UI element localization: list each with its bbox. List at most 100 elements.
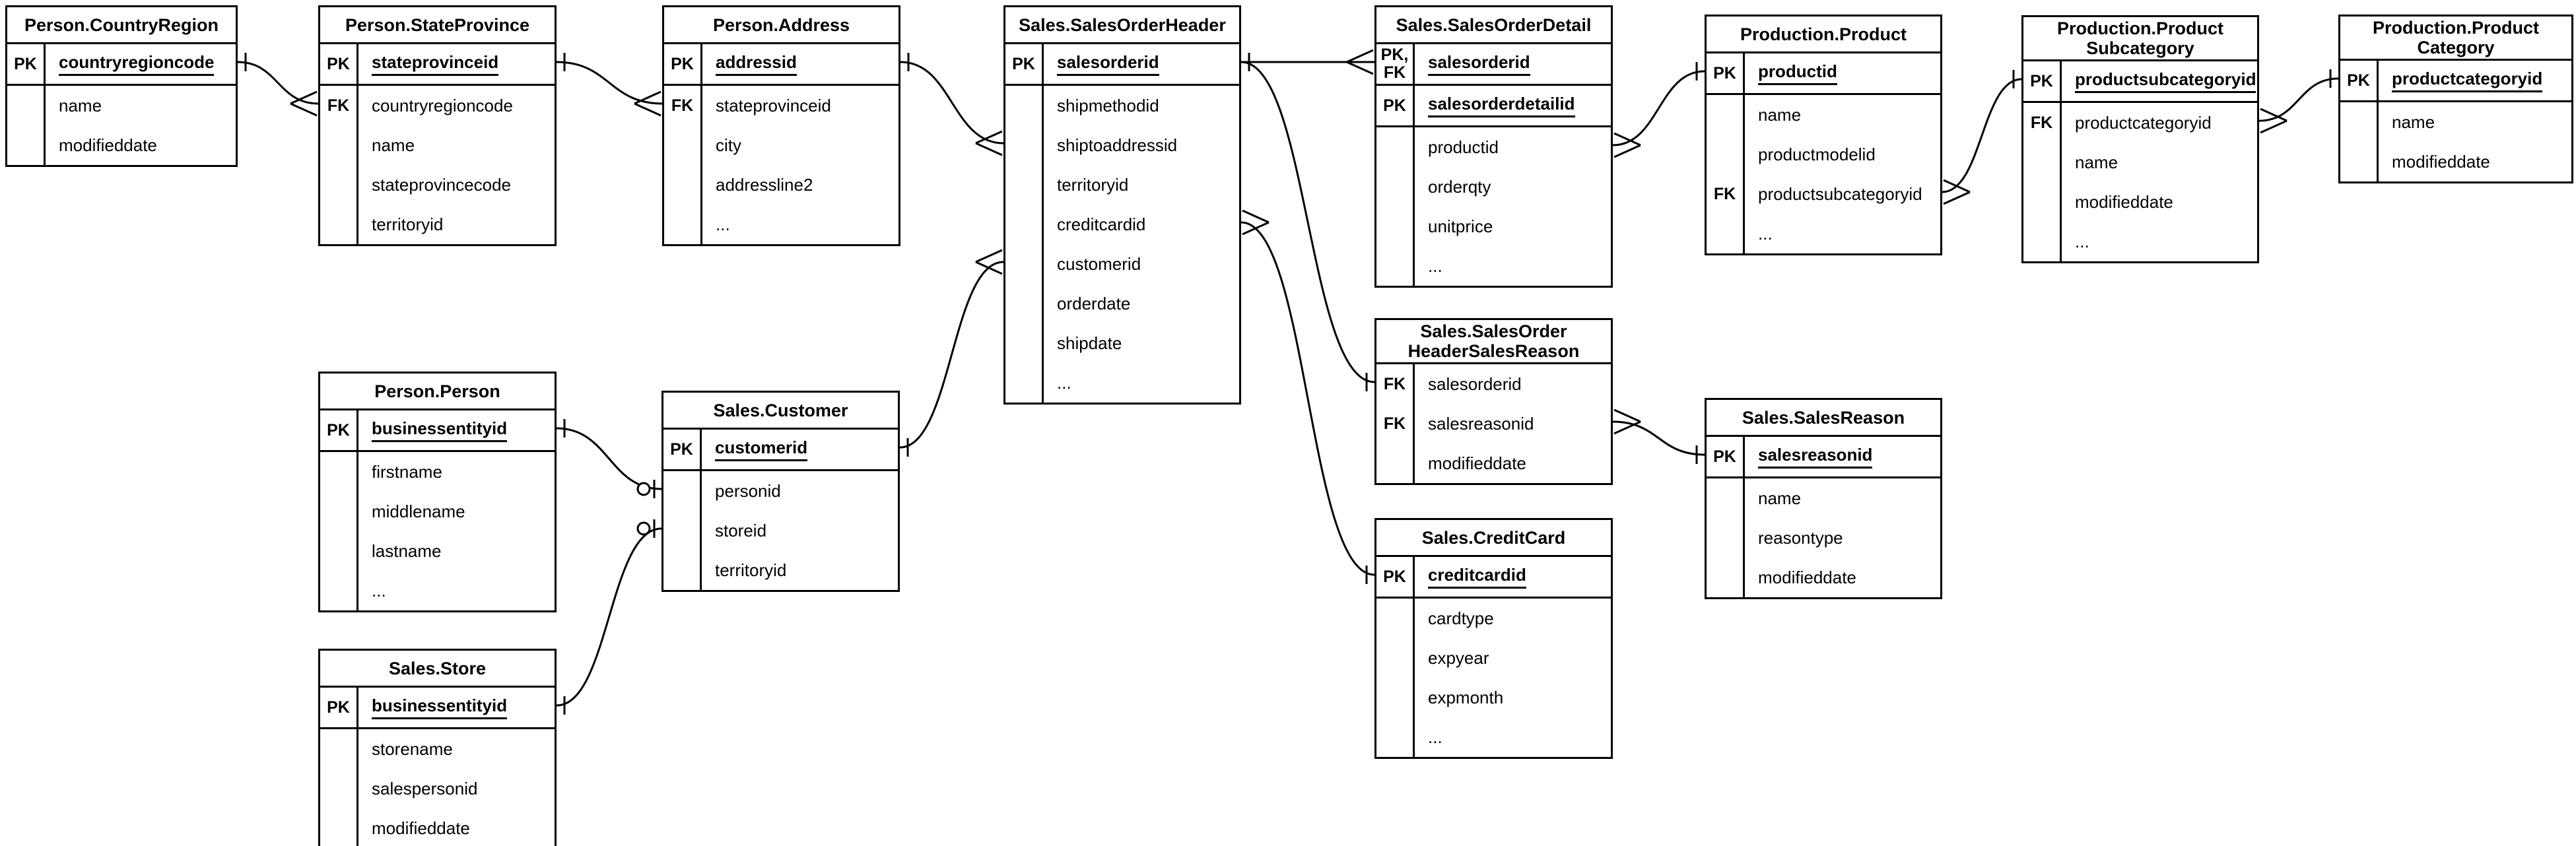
attribute-label: modifieddate	[372, 818, 470, 838]
key-type-cell	[663, 511, 702, 550]
primary-key-attribute: businessentityid	[372, 696, 508, 719]
attribute-label: salespersonid	[372, 778, 478, 798]
key-type-cell	[2340, 142, 2379, 181]
attribute-label: modifieddate	[1428, 453, 1526, 473]
attribute-row: modifieddate	[1707, 558, 1940, 597]
attribute-row: name	[1707, 478, 1940, 518]
primary-key-attribute: salesorderid	[1057, 52, 1159, 76]
attribute-row: lastname	[320, 531, 555, 571]
key-type-cell	[1376, 207, 1415, 246]
key-type-cell	[320, 452, 358, 492]
attribute-label: storename	[372, 738, 453, 759]
crowsfoot-marker-1-to	[634, 102, 661, 117]
relationship-connector-1	[555, 61, 663, 105]
key-type-cell	[1005, 205, 1044, 244]
relationship-connector-11	[555, 527, 663, 707]
relationship-connector-7	[1611, 70, 1706, 146]
entity-title: Person.Person	[320, 374, 555, 410]
attribute-label: middlename	[372, 501, 465, 521]
attribute-cell: ...	[358, 571, 555, 610]
attribute-cell: shiptoaddressid	[1044, 125, 1239, 165]
attribute-row: city	[664, 125, 898, 165]
entity-title-line: Subcategory	[2086, 38, 2194, 58]
primary-key-attribute: customerid	[715, 438, 808, 461]
entity-title: Sales.Store	[320, 651, 555, 688]
key-type-cell	[320, 769, 358, 808]
attribute-cell: middlename	[358, 492, 555, 531]
relationship-connector-2	[899, 61, 1005, 145]
attribute-row: expmonth	[1376, 678, 1611, 717]
attribute-cell: modifieddate	[2379, 142, 2571, 181]
attribute-cell: ...	[1415, 717, 1611, 757]
attribute-label: firstname	[372, 461, 442, 482]
entity-title: Sales.SalesReason	[1707, 400, 1940, 437]
attribute-cell: ...	[2062, 222, 2257, 261]
key-type-cell	[2023, 222, 2062, 261]
attribute-row: unitprice	[1376, 207, 1611, 246]
attribute-cell: modifieddate	[1415, 443, 1611, 483]
attribute-row: ...	[664, 205, 898, 244]
key-type-cell: PK	[663, 430, 702, 469]
entity-section: firstname middlename lastname...	[320, 452, 555, 610]
attribute-cell: stateprovinceid	[702, 86, 898, 125]
attribute-cell: productid	[1745, 53, 1940, 93]
attribute-label: territoryid	[715, 560, 787, 580]
attribute-label: expyear	[1428, 647, 1489, 668]
relationship-connector-6	[1240, 221, 1376, 576]
attribute-cell: personid	[702, 471, 898, 511]
attribute-cell: modifieddate	[46, 125, 236, 165]
key-type-cell	[1376, 638, 1415, 678]
attribute-label: productid	[1428, 137, 1499, 157]
attribute-cell: addressline2	[702, 165, 898, 205]
attribute-label: name	[2075, 152, 2118, 172]
key-type-cell	[1707, 95, 1745, 135]
entity-title-line: Sales.CreditCard	[1421, 527, 1566, 548]
attribute-label: stateprovinceid	[716, 95, 831, 115]
attribute-cell: addressid	[702, 44, 898, 84]
crowsfoot-marker-12-from	[1613, 420, 1641, 435]
key-type-cell: PK	[320, 410, 358, 450]
attribute-cell: customerid	[1044, 244, 1239, 284]
key-type-cell: PK	[1707, 53, 1745, 93]
attribute-row: firstname	[320, 452, 555, 492]
key-type-cell	[320, 808, 358, 846]
entity-title-line: Production.Product	[1740, 24, 1907, 44]
attribute-row: cardtype	[1376, 599, 1611, 638]
attribute-row: ...	[1376, 246, 1611, 286]
attribute-label: territoryid	[372, 214, 444, 234]
key-type-cell	[2340, 102, 2379, 142]
key-type-cell	[664, 165, 702, 205]
key-type-cell	[1376, 717, 1415, 757]
primary-key-attribute: countryregioncode	[59, 52, 215, 76]
key-type-cell	[1005, 244, 1044, 284]
key-type-cell	[1005, 125, 1044, 165]
attribute-label: shipmethodid	[1057, 95, 1159, 115]
relationship-connector-9	[2258, 77, 2340, 122]
crowsfoot-marker-3-to	[975, 261, 1003, 275]
relationship-connector-3	[898, 261, 1005, 449]
key-type-cell	[1707, 558, 1745, 597]
crowsfoot-marker-4-to	[1346, 49, 1374, 63]
attribute-row: addressline2	[664, 165, 898, 205]
key-type-cell	[2023, 182, 2062, 222]
attribute-row: middlename	[320, 492, 555, 531]
